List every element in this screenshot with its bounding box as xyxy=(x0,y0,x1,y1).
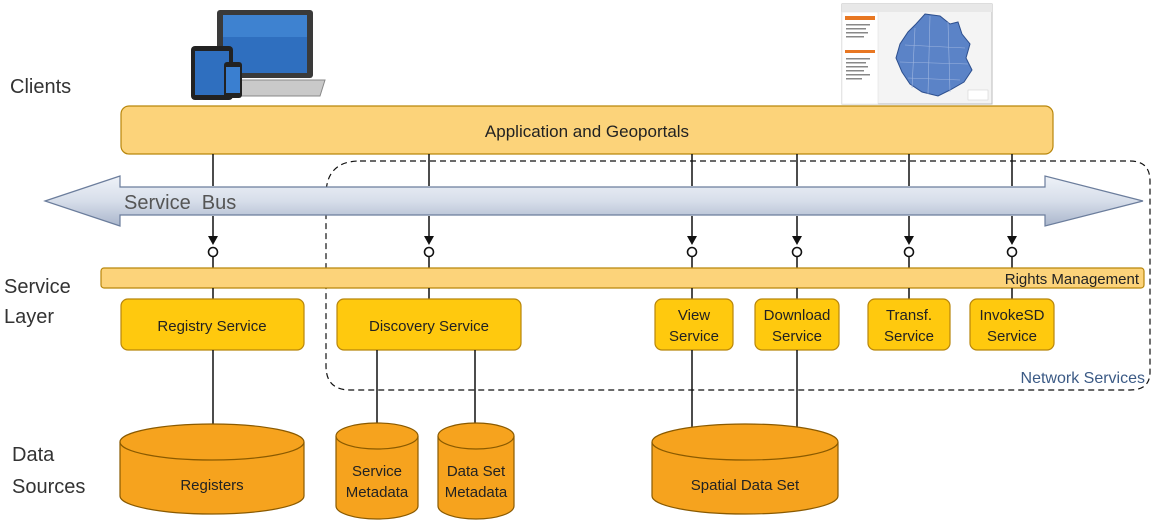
layer-label-clients: Clients xyxy=(10,76,71,98)
spatial-data-set-label: Spatial Data Set xyxy=(691,477,800,494)
registers-db: Registers xyxy=(119,423,305,515)
layer-label-data-2: Sources xyxy=(12,476,85,498)
view-service-label-1: View xyxy=(678,307,710,324)
registry-service-label: Registry Service xyxy=(157,318,266,335)
rights-to-service-lines xyxy=(212,288,1013,299)
service-metadata-label-2: Metadata xyxy=(346,484,409,501)
discovery-service-label: Discovery Service xyxy=(369,318,489,335)
service-metadata-label-1: Service xyxy=(352,463,402,480)
layer-label-service-1: Service xyxy=(4,276,71,298)
discovery-service-box: Discovery Service xyxy=(336,298,522,351)
service-metadata-db: Service Metadata xyxy=(335,422,419,520)
download-service-label-1: Download xyxy=(764,307,831,324)
dataset-metadata-label-1: Data Set xyxy=(447,463,506,480)
application-geoportals-bar xyxy=(120,105,1054,155)
connector-arrowheads xyxy=(208,236,1017,245)
invokesd-service-box: InvokeSD Service xyxy=(969,298,1055,351)
connector-lines xyxy=(212,154,1013,268)
network-services-region xyxy=(325,160,1151,391)
invokesd-service-label-2: Service xyxy=(987,328,1037,345)
spatial-data-set-db: Spatial Data Set xyxy=(651,423,839,515)
transf-service-label-1: Transf. xyxy=(886,307,932,324)
service-bus-arrow xyxy=(43,175,1144,227)
dataset-metadata-label-2: Metadata xyxy=(445,484,508,501)
transf-service-label-2: Service xyxy=(884,328,934,345)
laptop-tablet-phone-icon xyxy=(191,10,326,100)
rights-management-bar xyxy=(100,267,1145,289)
layer-label-data-1: Data xyxy=(12,444,55,466)
view-service-label-2: Service xyxy=(669,328,719,345)
rights-management-label: Rights Management xyxy=(1005,271,1140,288)
download-service-box: Download Service xyxy=(754,298,840,351)
download-service-label-2: Service xyxy=(772,328,822,345)
interface-circles xyxy=(207,246,1018,258)
geoportal-screenshot-icon xyxy=(841,3,993,105)
application-geoportals-label: Application and Geoportals xyxy=(485,122,689,141)
dataset-metadata-db: Data Set Metadata xyxy=(437,422,515,520)
service-bus-label: Service Bus xyxy=(124,192,236,214)
registry-service-box: Registry Service xyxy=(120,298,305,351)
view-service-box: View Service xyxy=(654,298,734,351)
transf-service-box: Transf. Service xyxy=(867,298,951,351)
service-to-data-lines xyxy=(212,350,798,436)
network-services-label: Network Services xyxy=(1021,370,1145,387)
layer-label-service-2: Layer xyxy=(4,306,54,328)
registers-label: Registers xyxy=(180,477,243,494)
invokesd-service-label-1: InvokeSD xyxy=(979,307,1044,324)
